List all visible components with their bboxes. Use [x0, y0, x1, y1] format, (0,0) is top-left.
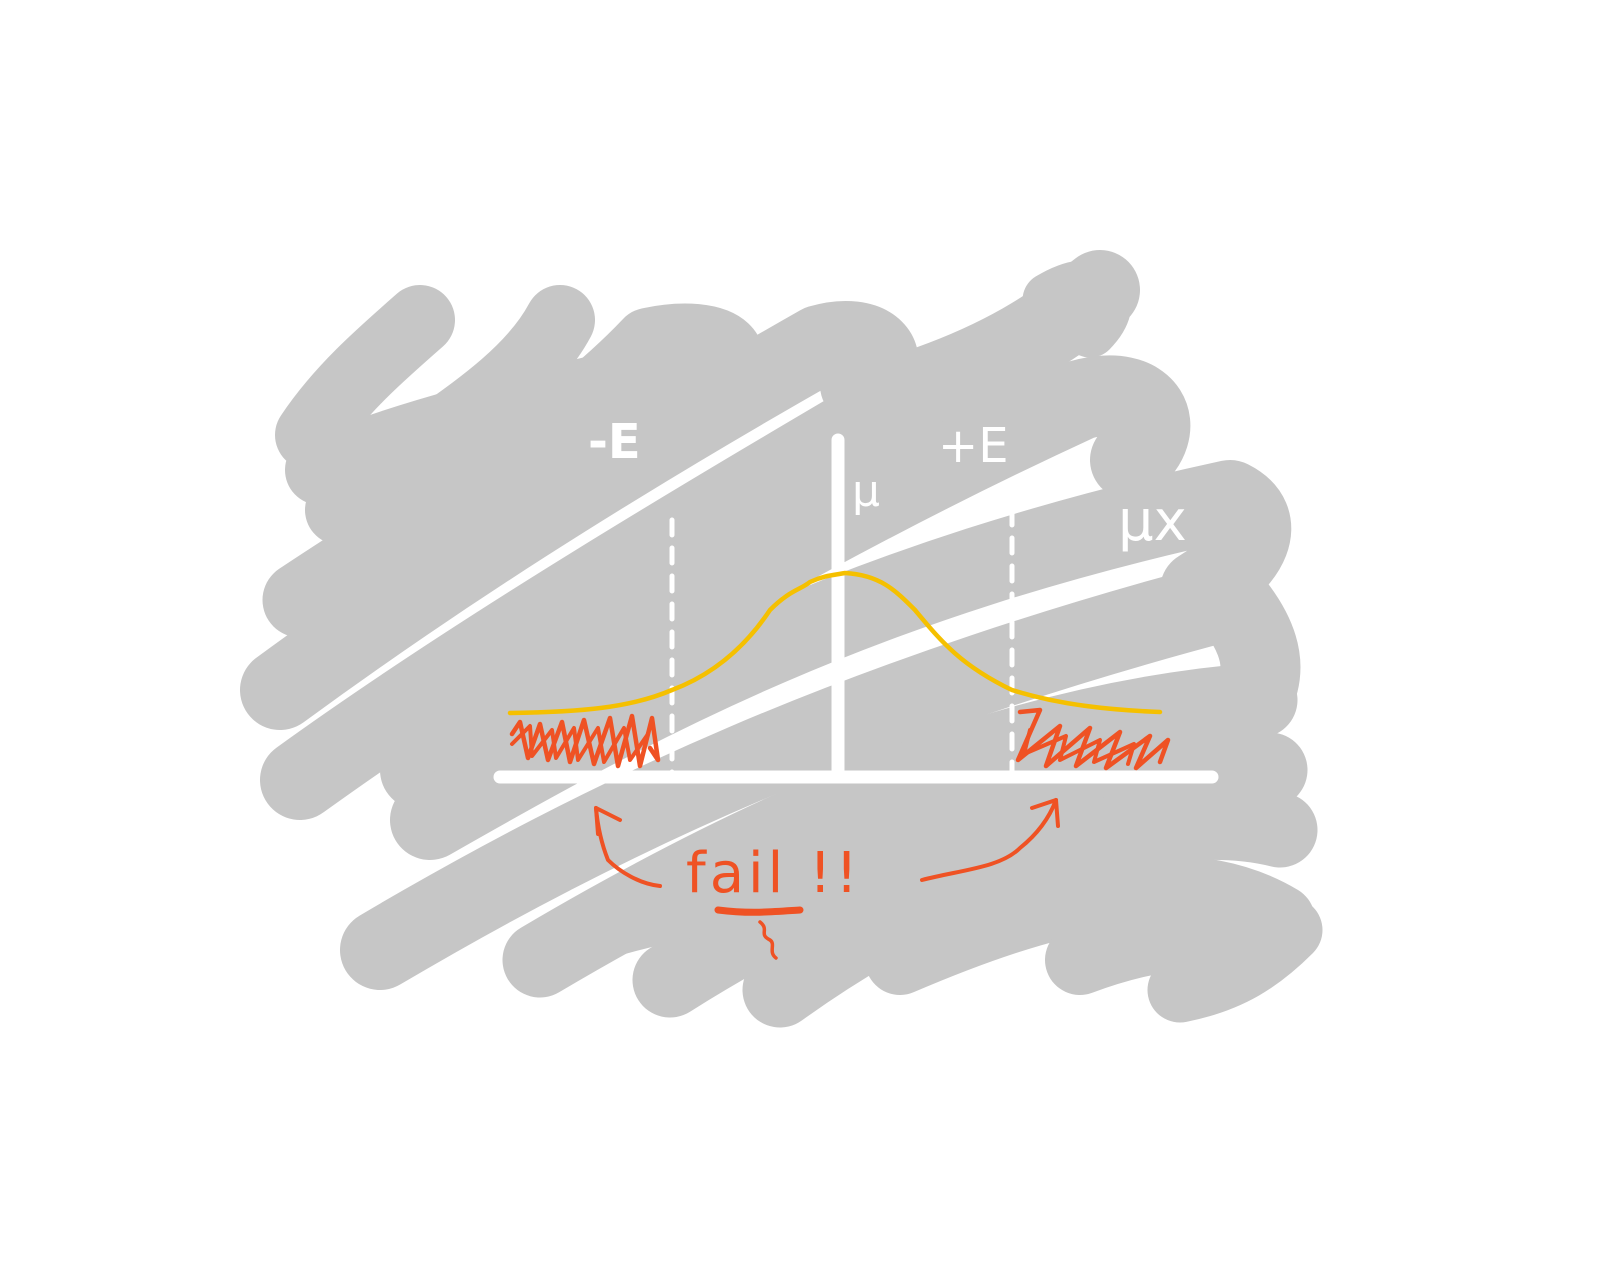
mu-x-label: μx — [1118, 489, 1187, 554]
right-arrow-icon — [920, 798, 1058, 882]
left-fail-tail-2 — [510, 724, 650, 764]
bell-curve — [507, 570, 1163, 716]
left-arrowhead-icon — [594, 806, 622, 836]
plus-epsilon-label: +E — [938, 418, 1009, 474]
fail-underline-squiggle — [758, 920, 778, 960]
axes — [493, 433, 1219, 784]
mu-label: μ — [852, 466, 880, 517]
right-arrowhead-icon — [1030, 798, 1060, 828]
fail-label: fail !! — [686, 841, 862, 906]
right-fail-tail — [1015, 707, 1171, 771]
minus-epsilon-label: -E — [588, 414, 641, 470]
right-fail-tail-2 — [1022, 728, 1136, 766]
fail-underline — [714, 906, 804, 916]
fail-arrows — [594, 798, 1060, 960]
